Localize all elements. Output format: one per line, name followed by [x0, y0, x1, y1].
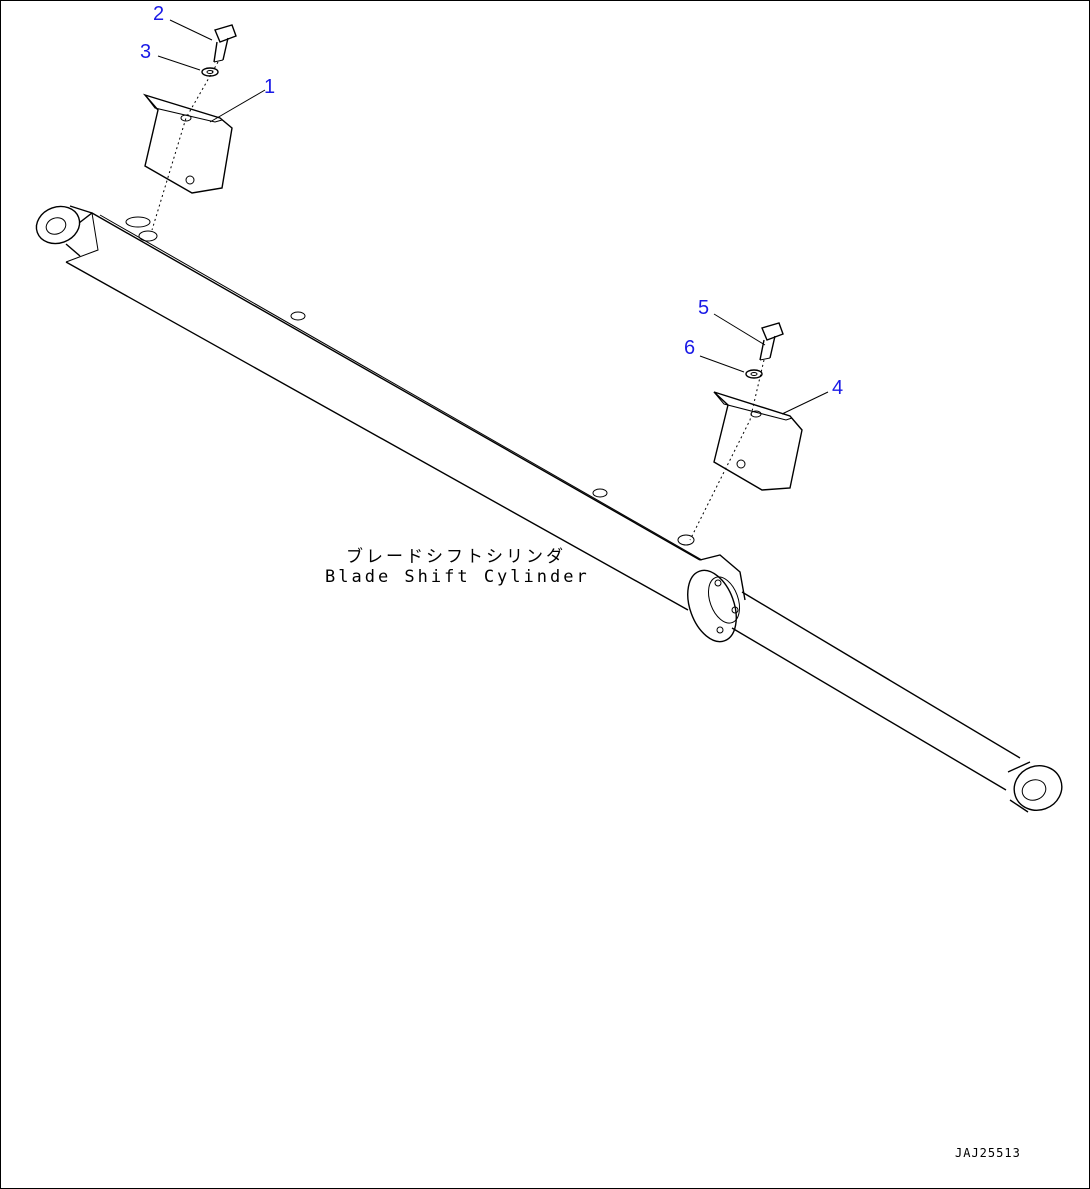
cylinder-rear-eye — [35, 205, 93, 257]
bolt-right — [759, 322, 784, 361]
bracket-left — [142, 93, 233, 194]
washer-right — [745, 369, 763, 379]
axis-left — [151, 61, 219, 231]
bracket-right — [713, 391, 803, 491]
leader-lines — [157, 19, 829, 415]
piston-rod — [731, 591, 1021, 791]
callout-2: 2 — [153, 3, 165, 25]
part-label-en: Blade Shift Cylinder — [325, 567, 590, 587]
washer-left — [201, 67, 219, 77]
drawing-code: JAJ25513 — [955, 1146, 1021, 1160]
callout-3: 3 — [140, 41, 152, 63]
callout-1: 1 — [264, 76, 276, 98]
rod-end-eye — [1007, 761, 1063, 813]
axis-right — [689, 359, 765, 541]
callout-4: 4 — [832, 377, 844, 399]
callout-6: 6 — [684, 337, 696, 359]
bolt-left — [213, 24, 237, 63]
cylinder-gland — [687, 554, 746, 643]
part-label-jp: ブレードシフトシリンダ — [346, 547, 566, 567]
callout-5: 5 — [698, 297, 710, 319]
barrel-bosses — [125, 216, 695, 546]
